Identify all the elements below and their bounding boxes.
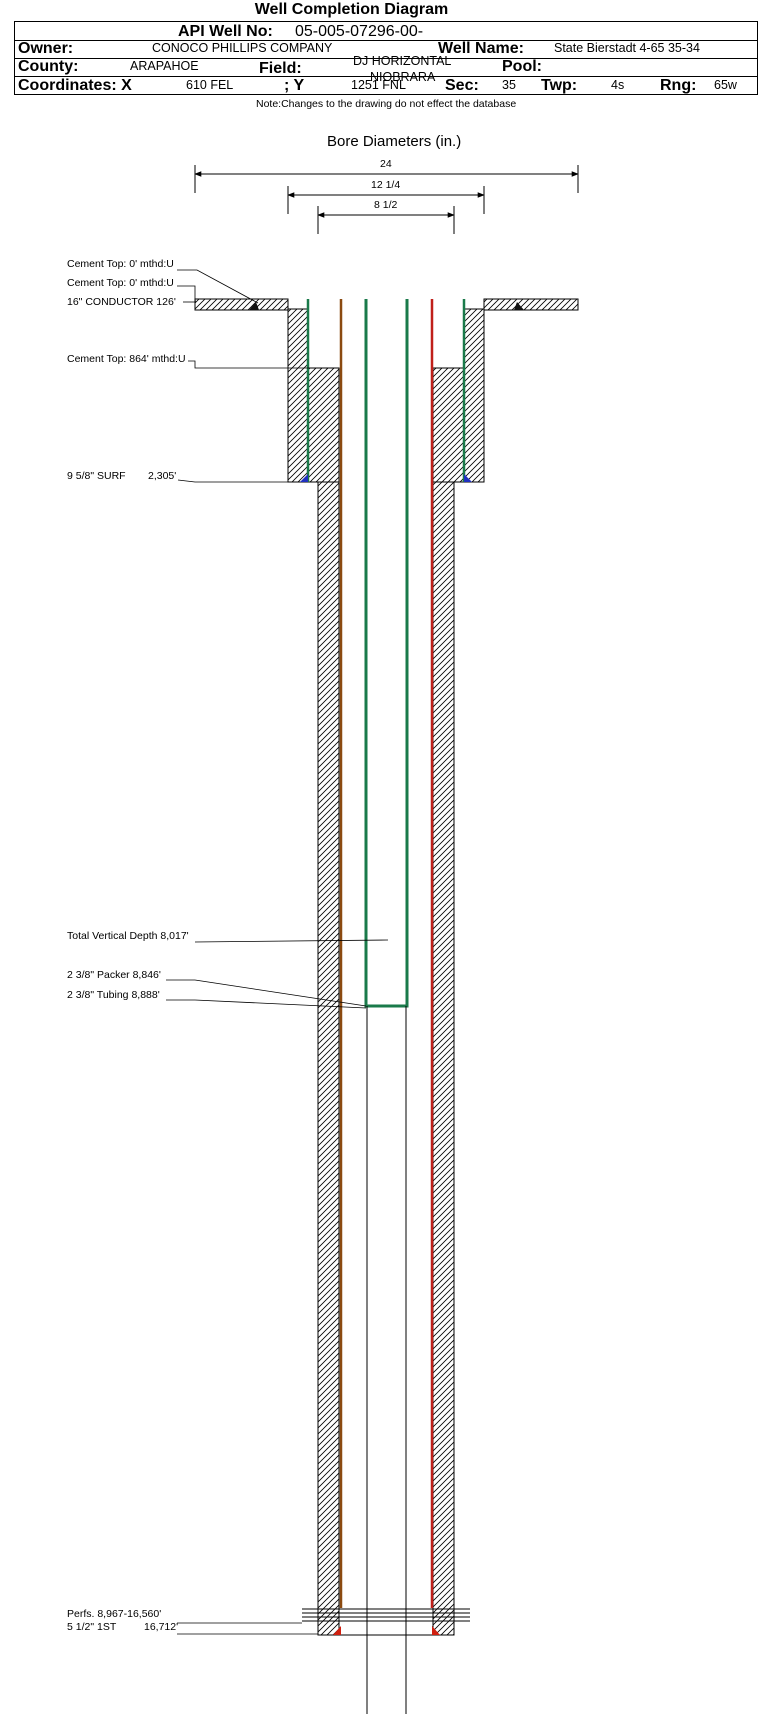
bore-dimension-lines bbox=[194, 165, 579, 234]
diagram-title: Well Completion Diagram bbox=[254, 1, 449, 18]
field-value-line-2: NIOBRARA bbox=[370, 70, 436, 84]
conductor-label: 16" CONDUCTOR 126' bbox=[67, 296, 176, 308]
surface-casing bbox=[306, 299, 466, 482]
bore-diameters-title: Bore Diameters (in.) bbox=[327, 133, 462, 150]
bore-diameter-12-1-4: 12 1/4 bbox=[371, 179, 401, 191]
y-coordinate-value: 1251 FNL bbox=[351, 78, 406, 92]
field-value: DJ HORIZONTAL bbox=[353, 54, 452, 68]
lateral-lines bbox=[366, 1006, 407, 1714]
x-coordinate-value: 610 FEL bbox=[186, 78, 234, 92]
surface-cement bbox=[287, 308, 485, 483]
owner-label: Owner: bbox=[18, 40, 74, 57]
bore-hole-outline bbox=[287, 310, 485, 1636]
section-value: 35 bbox=[502, 78, 516, 92]
county-label: County: bbox=[18, 58, 79, 75]
well-header-table bbox=[14, 21, 758, 95]
api-well-value: 05-005-07296-00- bbox=[295, 23, 424, 40]
cement-top-label: Cement Top: 864' mthd:U bbox=[67, 353, 186, 365]
surface-casing-label: 9 5/8" SURF bbox=[67, 470, 126, 482]
surface-shoe-right bbox=[464, 474, 472, 482]
perforations-label: Perfs. 8,967-16,560' bbox=[67, 1608, 162, 1620]
pool-label: Pool: bbox=[502, 58, 542, 75]
cement-top-label: Cement Top: 0' mthd:U bbox=[67, 277, 174, 289]
owner-value: CONOCO PHILLIPS COMPANY bbox=[152, 41, 333, 55]
township-value: 4s bbox=[611, 78, 625, 92]
surface-casing-depth: 2,305' bbox=[148, 470, 177, 482]
header-row-divider bbox=[15, 40, 757, 41]
production-shoe-left bbox=[333, 1626, 341, 1635]
range-label: Rng: bbox=[660, 77, 697, 94]
api-well-label: API Well No: bbox=[178, 23, 273, 40]
surface-shoe-left bbox=[300, 474, 308, 482]
cement-top-label: Cement Top: 0' mthd:U bbox=[67, 258, 174, 270]
packer-label: 2 3/8" Packer 8,846' bbox=[67, 969, 161, 981]
section-label: Sec: bbox=[445, 77, 479, 94]
production-shoe-right bbox=[432, 1626, 440, 1635]
township-label: Twp: bbox=[541, 77, 578, 94]
well-name-value: State Bierstadt 4-65 35-34 bbox=[554, 41, 700, 55]
production-casing-depth: 16,712' bbox=[144, 1621, 179, 1633]
database-note: Note:Changes to the drawing do not effec… bbox=[256, 98, 517, 110]
bore-diameter-24: 24 bbox=[380, 158, 392, 170]
annotation-leaders bbox=[166, 269, 389, 1635]
header-row-divider bbox=[15, 58, 757, 59]
county-value: ARAPAHOE bbox=[130, 59, 199, 73]
conductor-flange bbox=[194, 298, 579, 311]
tubing-string bbox=[364, 299, 409, 1008]
field-label: Field: bbox=[259, 60, 302, 77]
production-casing-label: 5 1/2" 1ST bbox=[67, 1621, 117, 1633]
production-cement bbox=[307, 367, 465, 1636]
tubing-label: 2 3/8" Tubing 8,888' bbox=[67, 989, 160, 1001]
bore-diameter-8-1-2: 8 1/2 bbox=[374, 199, 398, 211]
header-row-divider bbox=[15, 76, 757, 77]
conductor-shoe-left bbox=[249, 302, 259, 310]
coordinates-label: Coordinates: X bbox=[18, 77, 132, 94]
y-coordinate-label: ; Y bbox=[284, 77, 305, 94]
well-name-label: Well Name: bbox=[438, 40, 524, 57]
conductor-shoe-right bbox=[514, 302, 524, 310]
total-vertical-depth-label: Total Vertical Depth 8,017' bbox=[67, 930, 189, 942]
perforation-marks bbox=[302, 1608, 470, 1622]
range-value: 65w bbox=[714, 78, 737, 92]
